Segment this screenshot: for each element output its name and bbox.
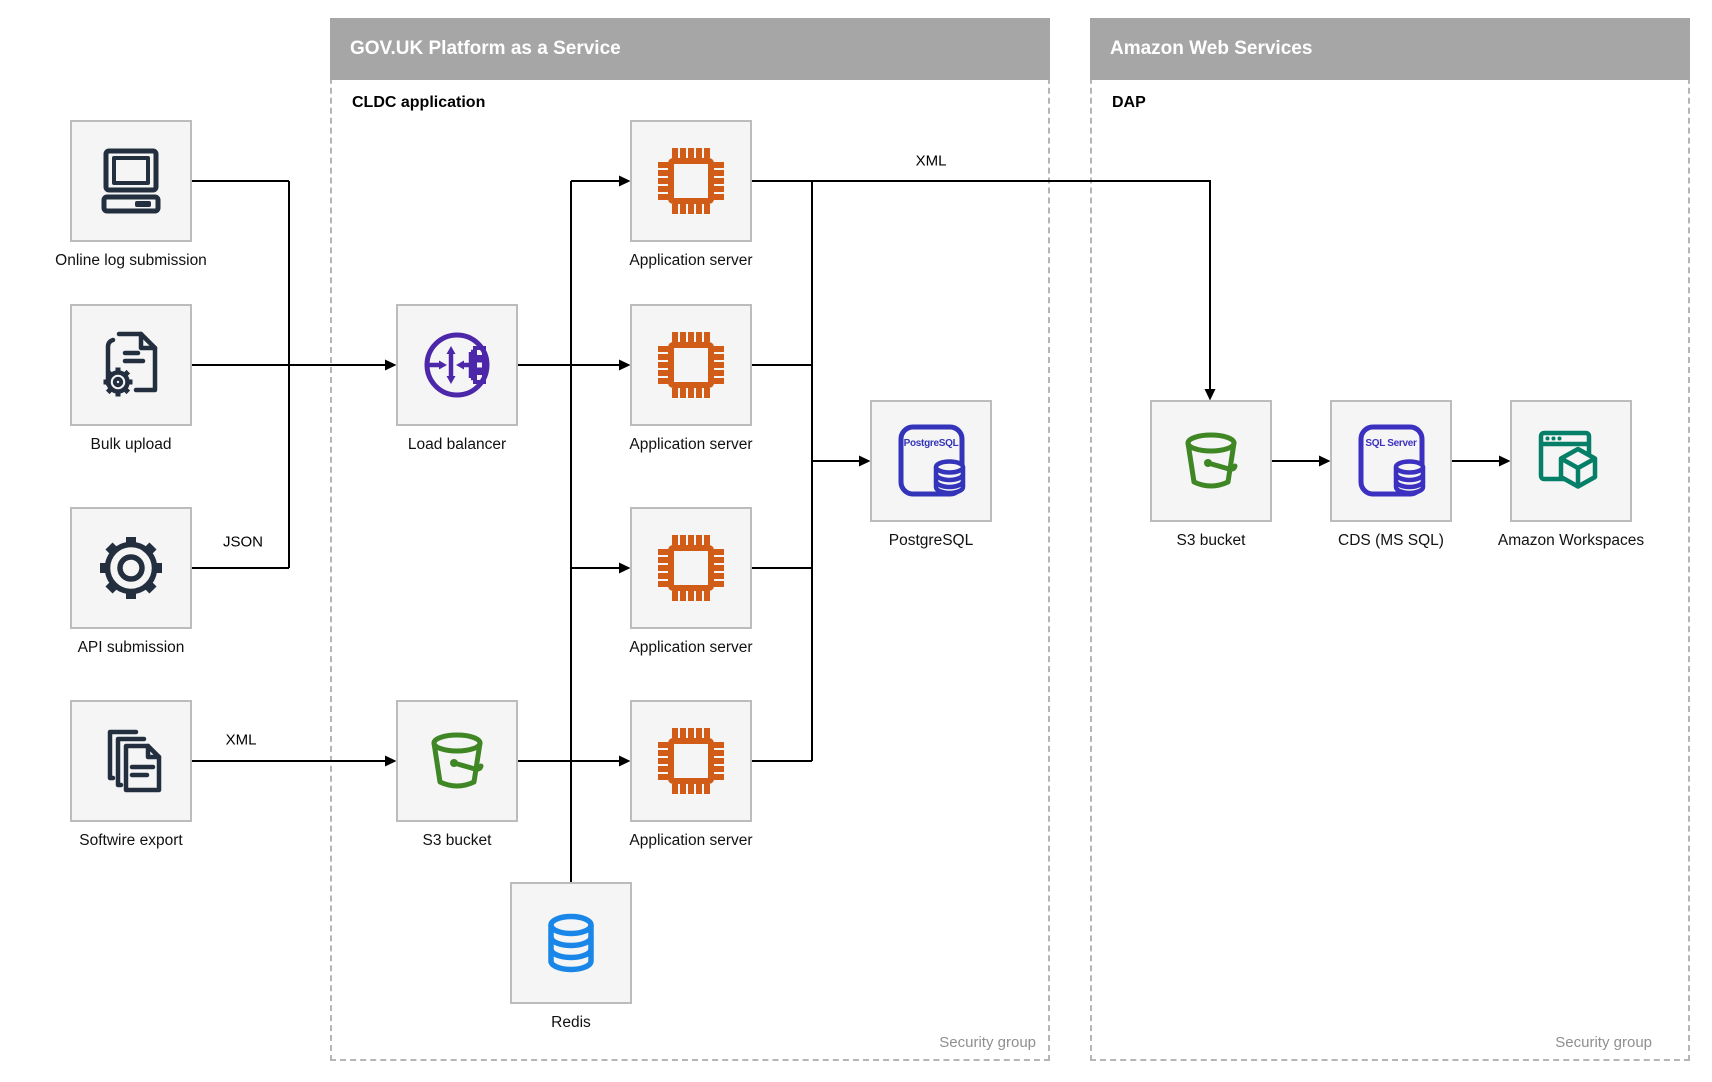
paas-sublabel: CLDC application [352,94,486,111]
aws-sublabel: DAP [1112,94,1146,111]
node-label: Bulk upload [90,436,172,453]
aws-title: Amazon Web Services [1110,38,1313,59]
node-label: Amazon Workspaces [1497,532,1645,549]
node-label: Redis [551,1014,591,1031]
aws-container: Amazon Web Services DAP Security group [1090,18,1690,1061]
node-postgresql: PostgreSQL PostgreSQL [870,400,992,549]
app-server-box [630,120,752,242]
node-app-server-2: Application server [629,304,753,453]
cds-box: SQL Server [1330,400,1452,522]
redis-box [510,882,632,1004]
node-label: PostgreSQL [888,532,974,549]
node-app-server-1: Application server [629,120,753,269]
chip-icon [658,535,724,601]
node-label: Application server [629,252,753,269]
node-bulk-upload: Bulk upload [70,304,192,453]
node-s3-bucket-aws: S3 bucket [1150,400,1272,549]
load-balancer-box [396,304,518,426]
aws-header-bar: Amazon Web Services [1090,18,1690,80]
node-label: Application server [629,436,753,453]
redis-database-icon [548,913,594,973]
softwire-export-box [70,700,192,822]
node-s3-bucket-paas: S3 bucket [396,700,518,849]
node-app-server-4: Application server [629,700,753,849]
gear-icon [100,537,162,599]
aws-security-group-label: Security group [1555,1034,1652,1051]
online-log-submission-box [70,120,192,242]
computer-icon [101,148,161,214]
sql-server-icon: SQL Server [1358,424,1426,497]
node-app-server-3: Application server [629,507,753,656]
svg-text:PostgreSQL: PostgreSQL [904,438,959,449]
document-gear-icon [103,331,158,397]
load-balancer-icon [424,332,490,398]
node-label: S3 bucket [1176,532,1246,549]
postgresql-icon: PostgreSQL [898,424,966,497]
documents-stack-icon [107,729,162,793]
node-softwire-export: Softwire export [70,700,192,849]
postgresql-box: PostgreSQL [870,400,992,522]
node-label: Application server [629,832,753,849]
node-amazon-workspaces: Amazon Workspaces [1498,400,1644,549]
node-cds-ms-sql: SQL Server CDS (MS SQL) [1330,400,1452,549]
s3-bucket-box [396,700,518,822]
node-api-submission: API submission [70,507,192,656]
edge-xml-to-aws-s3 [752,180,1216,401]
node-load-balancer: Load balancer [396,304,518,453]
bulk-upload-box [70,304,192,426]
s3-bucket-icon [431,732,484,789]
node-label: Application server [629,639,753,656]
paas-security-group-label: Security group [939,1034,1036,1051]
paas-title: GOV.UK Platform as a Service [350,38,621,59]
app-server-box [630,507,752,629]
api-submission-box [70,507,192,629]
node-label: CDS (MS SQL) [1338,532,1444,549]
node-label: Softwire export [79,832,183,849]
workspaces-box [1510,400,1632,522]
chip-icon [658,148,724,214]
node-label: S3 bucket [422,832,492,849]
node-label: Online log submission [55,252,207,269]
paas-header-bar: GOV.UK Platform as a Service [330,18,1050,80]
chip-icon [658,332,724,398]
svg-text:SQL Server: SQL Server [1365,438,1417,449]
node-online-log-submission: Online log submission [55,120,207,269]
node-redis: Redis [510,882,632,1031]
paas-container: GOV.UK Platform as a Service CLDC applic… [330,18,1050,1061]
node-label: API submission [77,639,185,656]
amazon-workspaces-icon [1538,430,1598,489]
chip-icon [658,728,724,794]
s3-bucket-box [1150,400,1272,522]
xml-right-edge-label: XML [915,152,947,170]
node-label: Load balancer [407,436,507,453]
json-edge-label: JSON [222,533,264,551]
app-server-box [630,304,752,426]
xml-left-edge-label: XML [225,731,257,749]
s3-bucket-icon [1185,432,1238,489]
app-server-box [630,700,752,822]
